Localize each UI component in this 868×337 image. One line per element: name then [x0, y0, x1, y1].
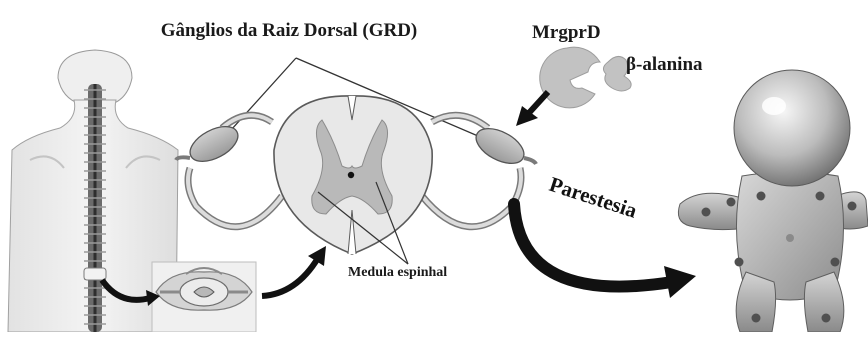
- arrow-receptor-to-ganglion: [528, 92, 548, 114]
- diagram-title: Gânglios da Raiz Dorsal (GRD): [161, 20, 418, 41]
- spinal-cord-cross-section-icon: [176, 58, 536, 264]
- arrow-to-figure: [514, 204, 672, 287]
- label-sensation: Parestesia: [546, 172, 640, 223]
- label-receptor: MrgprD: [532, 22, 601, 43]
- vertebra-cross-section-icon: [152, 262, 256, 332]
- mrgprd-receptor-icon: [540, 47, 600, 108]
- label-spinal-cord: Medula espinhal: [348, 265, 447, 280]
- label-ligand: β-alanina: [626, 54, 703, 75]
- arrow-vertebra-to-cord: [262, 258, 318, 296]
- tingling-figure-icon: [678, 70, 868, 332]
